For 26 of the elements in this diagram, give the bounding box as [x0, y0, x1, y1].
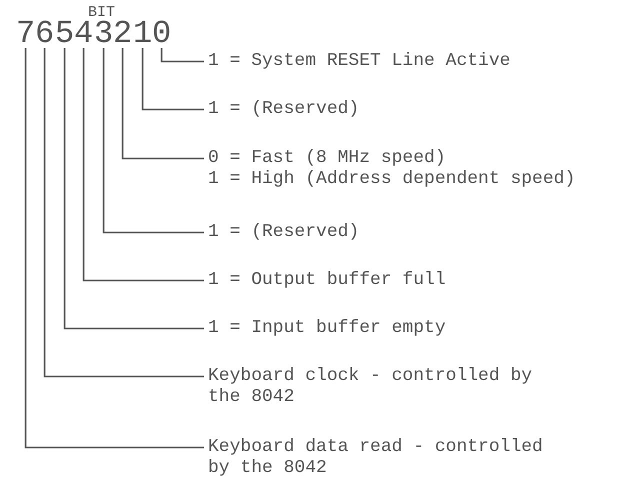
leader-line	[64, 48, 204, 330]
leader-line	[122, 48, 204, 160]
leader-line	[24, 48, 204, 448]
bit-description: 0 = Fast (8 MHz speed)	[208, 148, 447, 169]
bit-number: 5	[55, 20, 74, 48]
bit-heading: BIT	[88, 5, 116, 20]
bit-description: 1 = (Reserved)	[208, 99, 360, 120]
leader-line	[44, 48, 204, 378]
leader-line	[142, 48, 204, 110]
leader-line	[82, 48, 204, 282]
bit-number: 2	[113, 20, 132, 48]
bit-number: 1	[133, 20, 152, 48]
bit-description: 1 = Input buffer empty	[208, 318, 446, 339]
bit-number: 4	[74, 20, 94, 48]
bit-number: 3	[94, 20, 114, 48]
bit-number: 6	[35, 20, 54, 48]
bit-description: 1 = Output buffer full	[208, 270, 446, 291]
bit-description: 1 = (Reserved)	[208, 222, 360, 243]
bit-number: 7	[16, 20, 36, 48]
bit-description: 1 = High (Address dependent speed)	[208, 169, 576, 190]
leader-line	[160, 48, 204, 62]
bit-description: Keyboard clock - controlled by the 8042	[208, 366, 534, 408]
leader-line	[102, 48, 204, 234]
bit-description: 1 = System RESET Line Active	[208, 51, 510, 72]
bit-number: 0	[152, 20, 172, 48]
bit-description: Keyboard data read - controlled by the 8042	[208, 437, 543, 479]
